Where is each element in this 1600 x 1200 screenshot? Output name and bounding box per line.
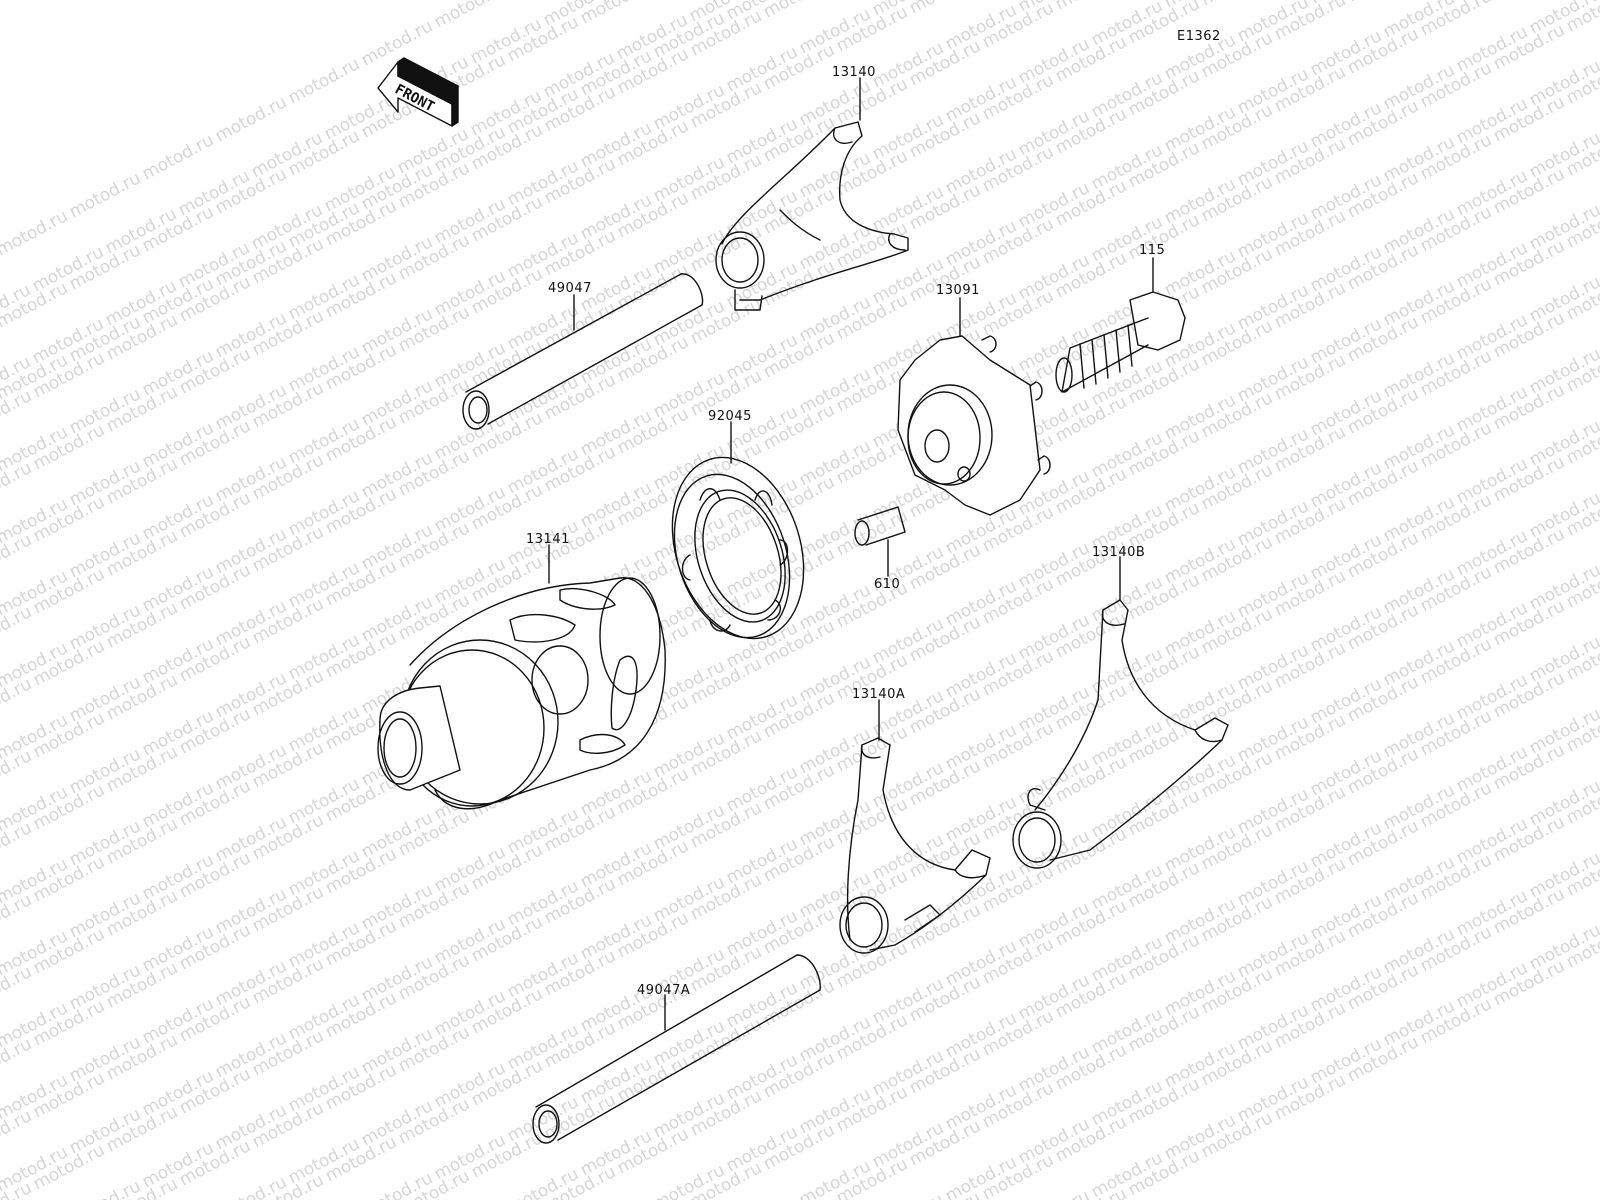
shift-drum-13141-icon xyxy=(377,544,666,810)
shaft-49047-icon xyxy=(462,273,704,430)
front-arrow-icon: FRONT xyxy=(377,57,459,127)
part-label-13091[interactable]: 13091 xyxy=(936,283,980,298)
diagram-id: E1362 xyxy=(1177,29,1221,44)
part-label-13140[interactable]: 13140 xyxy=(832,65,876,80)
part-label-49047[interactable]: 49047 xyxy=(548,281,592,296)
part-label-13141[interactable]: 13141 xyxy=(526,532,570,547)
part-label-49047A[interactable]: 49047A xyxy=(637,983,691,998)
plate-13091-icon xyxy=(897,297,1051,516)
part-label-13140B[interactable]: 13140B xyxy=(1092,545,1146,560)
part-label-13140A[interactable]: 13140A xyxy=(852,687,906,702)
bearing-92045-icon xyxy=(671,421,805,640)
shaft-49047A-icon xyxy=(532,954,821,1144)
part-label-115[interactable]: 115 xyxy=(1139,243,1166,258)
shift-fork-13140B-icon xyxy=(1012,556,1229,869)
part-label-92045[interactable]: 92045 xyxy=(708,409,752,424)
bolt-115-icon xyxy=(1055,257,1186,393)
shift-fork-13140A-icon xyxy=(839,699,991,954)
part-label-610[interactable]: 610 xyxy=(874,577,901,592)
shift-fork-13140-icon xyxy=(715,77,909,311)
pin-610-icon xyxy=(854,506,906,577)
